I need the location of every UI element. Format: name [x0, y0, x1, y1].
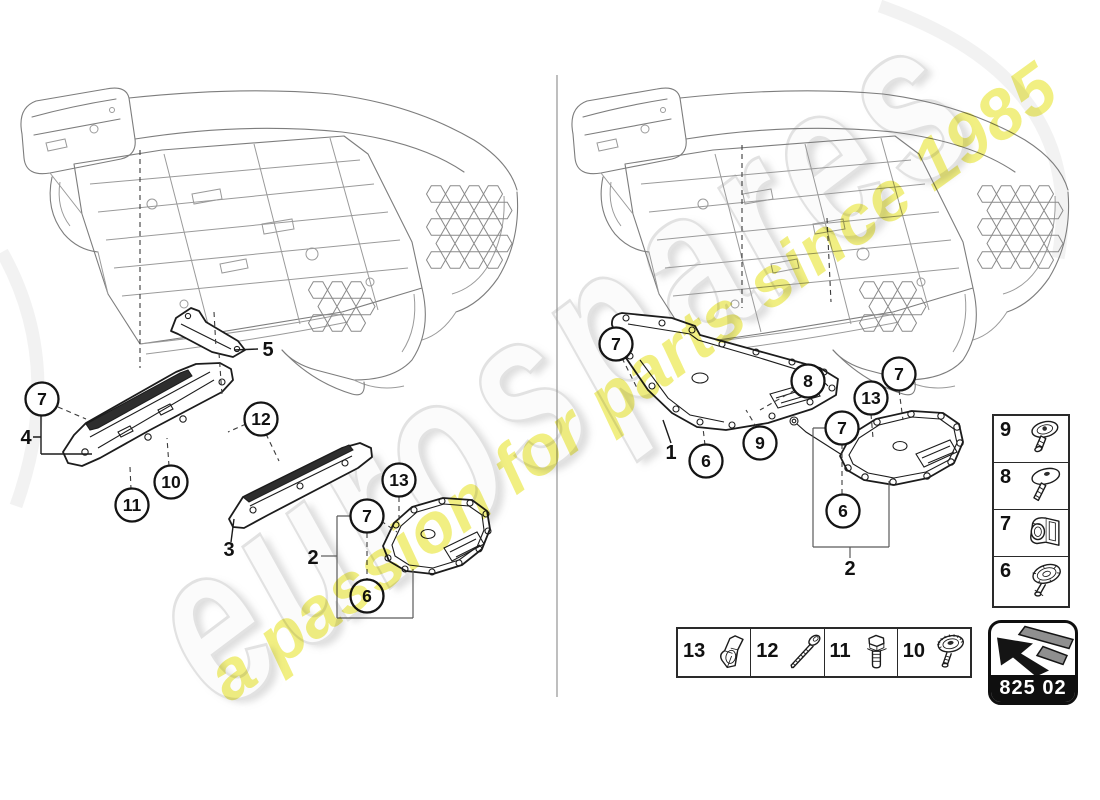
svg-text:7: 7 — [894, 364, 904, 384]
svg-text:7: 7 — [611, 334, 621, 354]
callout-7-circle[interactable]: 7 — [598, 326, 634, 362]
long-bolt-icon — [789, 634, 821, 669]
legend-cell-12: 12 — [751, 629, 825, 676]
part-label-5[interactable]: 5 — [262, 339, 273, 361]
callout-12-circle[interactable]: 12 — [243, 401, 279, 437]
callout-10-circle[interactable]: 10 — [153, 464, 189, 500]
svg-text:10: 10 — [161, 472, 181, 492]
svg-text:6: 6 — [838, 501, 848, 521]
callout-13-circle[interactable]: 13 — [381, 462, 417, 498]
part-2-fastener-holes — [384, 497, 492, 576]
diagram-code: 825 02 — [991, 675, 1075, 702]
callout-11-circle[interactable]: 11 — [114, 487, 150, 523]
legend-part-number: 11 — [829, 640, 851, 662]
svg-text:7: 7 — [37, 389, 47, 409]
clip-nut-icon — [1030, 517, 1060, 546]
part-5-bracket[interactable] — [170, 307, 246, 358]
background-swoosh — [0, 248, 45, 509]
part-label-2[interactable]: 2 — [307, 547, 318, 569]
callout-13-circle[interactable]: 13 — [853, 380, 889, 416]
svg-text:13: 13 — [861, 388, 881, 408]
diagram-arrow-icon — [997, 625, 1075, 677]
callout-9-circle[interactable]: 9 — [742, 425, 778, 461]
flange-rivet-icon — [1032, 563, 1061, 597]
legend-row-6: 6 — [994, 557, 1068, 604]
right-exploded-parts — [611, 312, 964, 486]
svg-text:11: 11 — [123, 495, 142, 515]
legend-cell-10: 10 — [898, 629, 970, 676]
part-label-4[interactable]: 4 — [20, 427, 32, 449]
svg-text:7: 7 — [362, 506, 372, 526]
legend-row-8: 8 — [994, 463, 1068, 510]
svg-text:6: 6 — [701, 451, 711, 471]
side-fastener-legend: 9 8 7 — [992, 414, 1070, 608]
callout-7-circle[interactable]: 7 — [24, 381, 60, 417]
part-1-front-plate[interactable] — [611, 312, 839, 431]
callout-6-circle[interactable]: 6 — [349, 578, 385, 614]
spring-clip-icon — [720, 635, 744, 669]
legend-part-number: 13 — [683, 640, 706, 662]
part-label-3[interactable]: 3 — [223, 539, 234, 561]
left-leader-lines — [33, 150, 414, 619]
callout-8-circle[interactable]: 8 — [790, 363, 826, 399]
part-label-1[interactable]: 1 — [665, 442, 676, 464]
legend-part-number: 7 — [1000, 513, 1012, 535]
svg-text:13: 13 — [389, 470, 409, 490]
bottom-fastener-legend: 13 12 11 10 — [676, 627, 972, 678]
right-leader-lines — [621, 145, 904, 558]
legend-row-9: 9 — [994, 416, 1068, 463]
legend-part-number: 8 — [1000, 466, 1012, 488]
push-pin-rivet-icon — [1031, 420, 1059, 453]
legend-part-number: 6 — [1000, 560, 1012, 582]
legend-cell-11: 11 — [825, 629, 898, 676]
part-4-underbody-trim[interactable] — [62, 362, 234, 467]
hex-bolt-icon — [866, 634, 887, 669]
washer-head-screw-icon — [1031, 467, 1061, 502]
svg-text:12: 12 — [251, 409, 271, 429]
svg-text:6: 6 — [362, 586, 372, 606]
left-exploded-parts — [62, 307, 492, 576]
diagram-code-box: 825 02 — [988, 620, 1078, 705]
svg-text:9: 9 — [755, 433, 765, 453]
svg-text:7: 7 — [837, 418, 847, 438]
callout-7-circle[interactable]: 7 — [881, 356, 917, 392]
serrated-screw-icon — [937, 634, 964, 668]
legend-part-number: 12 — [756, 640, 779, 662]
part-label-2[interactable]: 2 — [844, 558, 855, 580]
legend-row-7: 7 — [994, 510, 1068, 557]
legend-cell-13: 13 — [678, 629, 752, 676]
callout-6-circle[interactable]: 6 — [825, 493, 861, 529]
legend-part-number: 10 — [902, 640, 925, 662]
svg-text:8: 8 — [803, 371, 813, 391]
callout-7-circle[interactable]: 7 — [824, 410, 860, 446]
callout-6-circle[interactable]: 6 — [688, 443, 724, 479]
legend-part-number: 9 — [1000, 419, 1012, 441]
callout-7-circle[interactable]: 7 — [349, 498, 385, 534]
background-swoosh — [877, 0, 1069, 260]
